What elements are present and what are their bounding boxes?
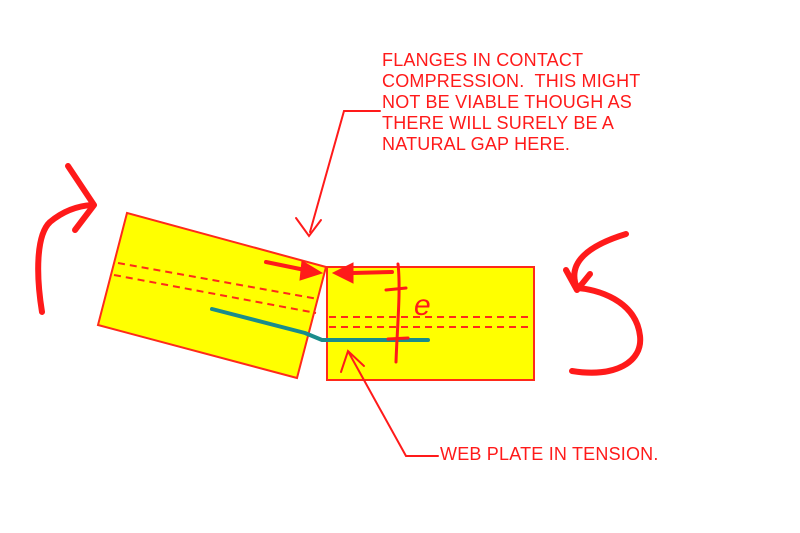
eccentricity-symbol: e [414, 289, 431, 322]
left-member-block [96, 211, 328, 380]
flanges-contact-note: FLANGES IN CONTACT COMPRESSION. THIS MIG… [382, 50, 641, 155]
contact-arrow-right [331, 262, 394, 284]
flanges-note-line-1: FLANGES IN CONTACT [382, 50, 584, 70]
left-member-flange-line-lower [113, 274, 317, 314]
left-member-flange-line-upper [117, 262, 319, 300]
rotation-arrow-left-icon [35, 163, 97, 315]
web-plate-line [210, 307, 430, 342]
flanges-note-line-2: COMPRESSION. THIS MIGHT [382, 71, 641, 91]
web-plate-note: WEB PLATE IN TENSION. [440, 444, 659, 464]
rotation-arrow-right-icon [563, 231, 644, 376]
flanges-note-line-5: NATURAL GAP HERE. [382, 134, 571, 154]
flanges-note-line-3: NOT BE VIABLE THOUGH AS [382, 92, 633, 112]
contact-arrow-left [264, 260, 324, 281]
eccentricity-dimension [384, 262, 410, 364]
right-member-block [326, 266, 535, 381]
web-note-leader [340, 349, 439, 457]
flanges-note-line-4: THERE WILL SURELY BE A [382, 113, 615, 133]
flanges-note-leader [295, 110, 381, 238]
